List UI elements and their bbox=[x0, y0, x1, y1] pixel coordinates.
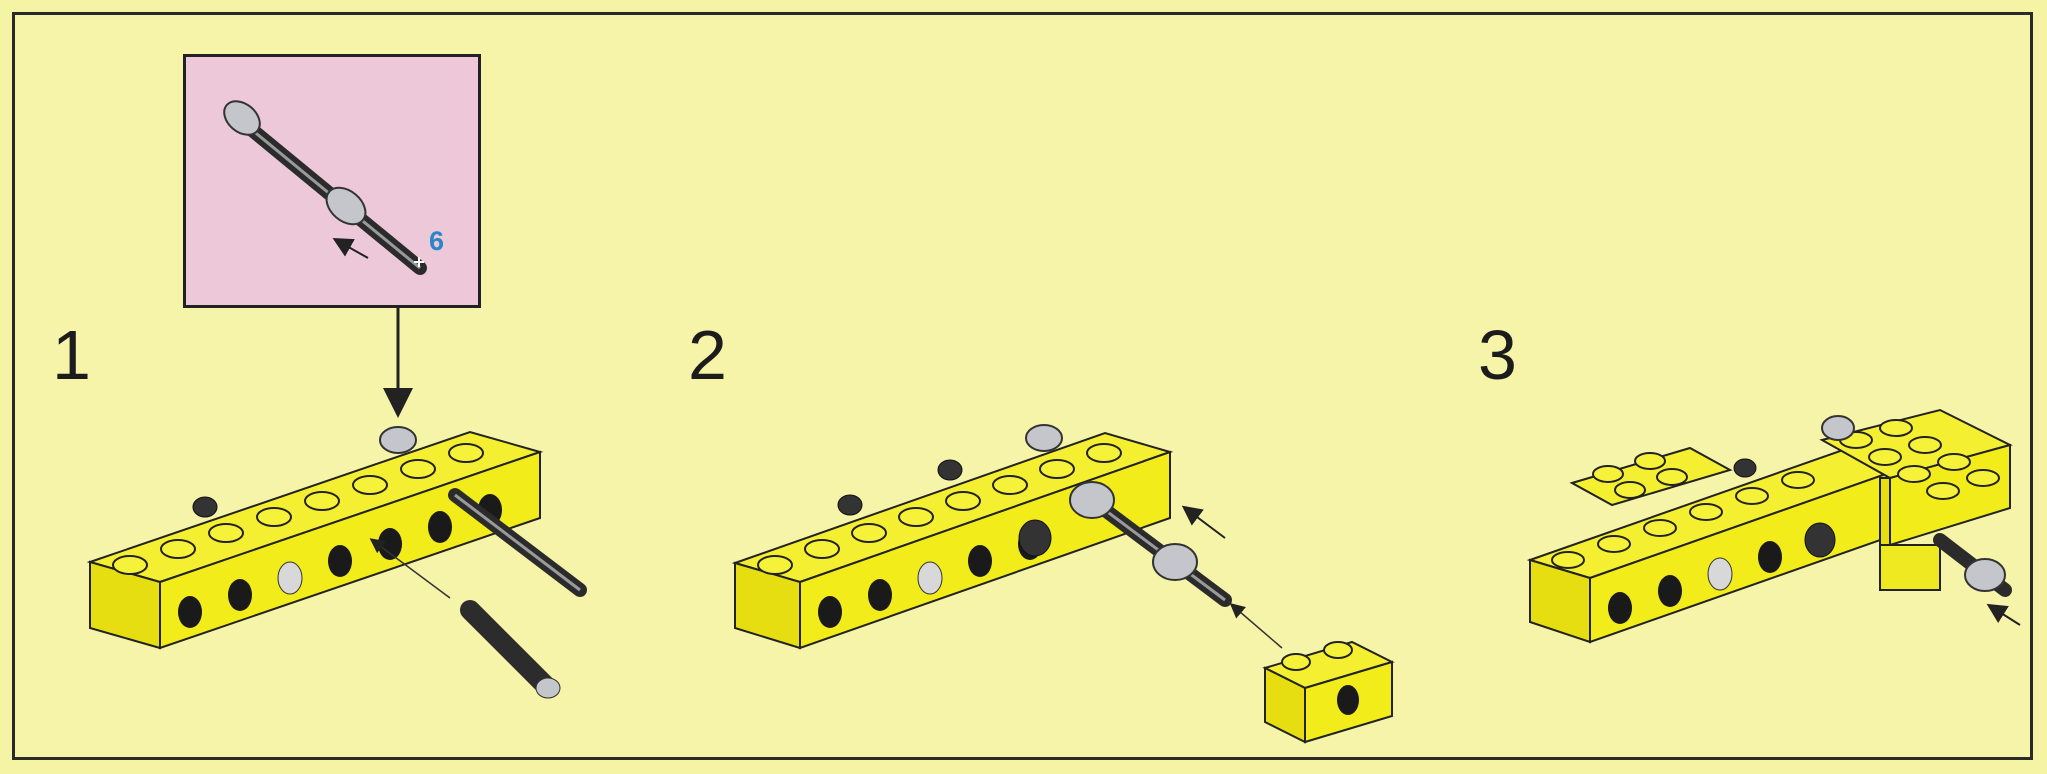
step-3-model bbox=[1530, 410, 2020, 642]
brick-1x2-with-hole-icon bbox=[1265, 642, 1392, 742]
step-1-model bbox=[90, 427, 580, 698]
insert-direction-arrow bbox=[1990, 606, 2020, 625]
connector-peg-icon bbox=[470, 610, 545, 685]
insert-direction-arrow bbox=[336, 240, 368, 258]
insert-direction-arrow bbox=[1232, 605, 1282, 648]
step-2-model bbox=[735, 425, 1392, 742]
insert-direction-arrow bbox=[1185, 508, 1225, 538]
callout-axle-illustration bbox=[218, 94, 424, 268]
